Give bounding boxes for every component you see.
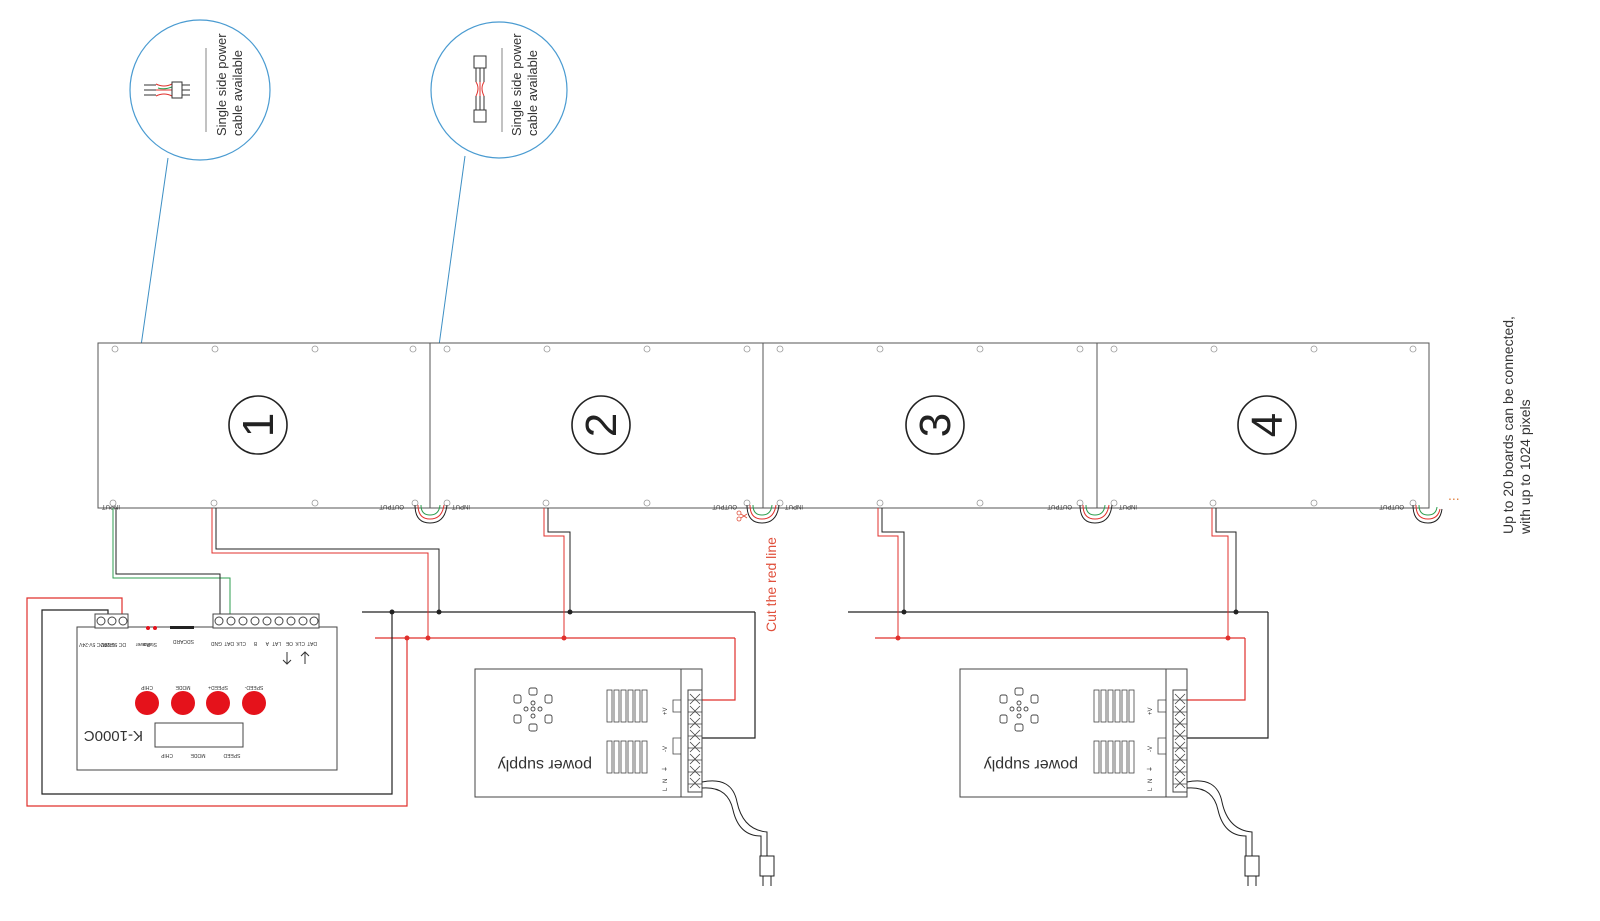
mode-button[interactable] — [171, 691, 195, 715]
vent-slots — [606, 689, 648, 774]
svg-text:A: A — [265, 640, 269, 646]
svg-text:+V: +V — [1148, 707, 1154, 715]
svg-text:-V: -V — [1148, 746, 1154, 752]
side-note-line1: Up to 20 boards can be connected, — [1500, 316, 1516, 534]
svg-text:DAT: DAT — [224, 640, 234, 646]
ac-plug-icon — [759, 855, 775, 886]
psu-label: power supply — [984, 756, 1078, 773]
callout-2-line2: cable available — [525, 50, 540, 136]
svg-text:SPEED: SPEED — [223, 752, 240, 758]
board-number: 3 — [911, 413, 960, 437]
callout-2-line1: Single side power — [509, 33, 524, 136]
controller-power-wires — [26, 597, 408, 807]
speed-plus-button[interactable] — [206, 691, 230, 715]
callout-1: Single side power cable available — [115, 19, 271, 508]
svg-text:⏚: ⏚ — [662, 766, 669, 772]
svg-text:CHIP: CHIP — [160, 752, 173, 758]
svg-text:B: B — [253, 640, 257, 646]
svg-text:MODE: MODE — [190, 752, 206, 758]
board-input-label: INPUT — [452, 503, 470, 509]
svg-text:N: N — [1148, 779, 1154, 783]
board-output-label: OUTPUT — [379, 503, 404, 509]
board-4: 4 INPUT OUTPUT — [1096, 342, 1430, 509]
svg-text:L: L — [1148, 787, 1154, 791]
svg-text:CHIP: CHIP — [140, 684, 153, 690]
callout-1-line1: Single side power — [214, 33, 229, 136]
fan-icon — [999, 687, 1039, 732]
svg-text:DC 5V-24V: DC 5V-24V — [100, 641, 126, 647]
power-supply-2: power supply +V -V ⏚ N L — [959, 668, 1260, 886]
svg-text:SPEED-: SPEED- — [244, 684, 263, 690]
callout-1-line2: cable available — [230, 50, 245, 136]
board-3: 3 INPUT OUTPUT — [762, 342, 1098, 509]
board-screws — [109, 345, 1417, 507]
svg-text:⏚: ⏚ — [1147, 766, 1154, 772]
controller-k1000c: DC 5V-24V GND DC 5V-24V Power Status SDC… — [76, 613, 338, 771]
board-1: 1 INPUT OUTPUT — [97, 342, 431, 509]
svg-text:-V: -V — [663, 746, 669, 752]
svg-text:L: L — [663, 787, 669, 791]
controller-model: K-1000C — [84, 727, 143, 744]
scissors-icon — [736, 510, 748, 522]
side-note-line2: with up to 1024 pixels — [1517, 399, 1533, 535]
svg-text:+V: +V — [663, 707, 669, 715]
svg-text:SPEED+: SPEED+ — [208, 684, 228, 690]
board-jumpers — [414, 504, 1443, 524]
signal-wires — [112, 508, 1237, 638]
psu-label: power supply — [498, 756, 592, 773]
svg-text:LAT: LAT — [272, 640, 281, 646]
ac-plug-icon — [1244, 855, 1260, 886]
svg-text:DC 5V-24V: DC 5V-24V — [78, 641, 104, 647]
cut-note: Cut the red line — [763, 537, 779, 632]
single-side-cable-icon — [144, 81, 190, 99]
svg-text:GND: GND — [211, 640, 223, 646]
callout-2: Single side power cable available — [414, 21, 568, 508]
svg-text:MODE: MODE — [175, 684, 191, 690]
fan-icon — [513, 687, 553, 732]
board-input-label: INPUT — [1119, 503, 1137, 509]
svg-text:CLK: CLK — [295, 640, 305, 646]
bus-junctions — [389, 609, 1239, 641]
chip-button[interactable] — [135, 691, 159, 715]
psu-wires — [700, 612, 1269, 739]
board-output-label: OUTPUT — [1379, 503, 1404, 509]
bus-lines — [362, 611, 1268, 639]
board-input-label: INPUT — [102, 503, 120, 509]
power-supply-1: power supply +V -V ⏚ N L — [474, 668, 775, 886]
svg-text:SDCARD: SDCARD — [172, 638, 194, 644]
board-number: 4 — [1243, 413, 1292, 437]
svg-text:CLK: CLK — [236, 640, 246, 646]
double-side-cable-icon — [473, 55, 487, 123]
sdcard-slot — [170, 626, 194, 629]
svg-text:N: N — [663, 779, 669, 783]
board-output-label: OUTPUT — [712, 503, 737, 509]
vent-slots — [1093, 689, 1135, 774]
svg-text:Status: Status — [142, 641, 157, 647]
board-2: 2 INPUT OUTPUT — [429, 342, 764, 509]
board-number: 1 — [234, 413, 283, 437]
continuation-dots: ... — [1448, 487, 1460, 503]
board-output-label: OUTPUT — [1047, 503, 1072, 509]
svg-text:GND: GND — [104, 641, 116, 647]
board-input-label: INPUT — [785, 503, 803, 509]
speed-minus-button[interactable] — [242, 691, 266, 715]
svg-text:Power: Power — [135, 641, 150, 647]
svg-text:OE: OE — [285, 640, 293, 646]
svg-text:DAT: DAT — [307, 640, 317, 646]
board-number: 2 — [577, 413, 626, 437]
controller-display — [154, 722, 244, 748]
